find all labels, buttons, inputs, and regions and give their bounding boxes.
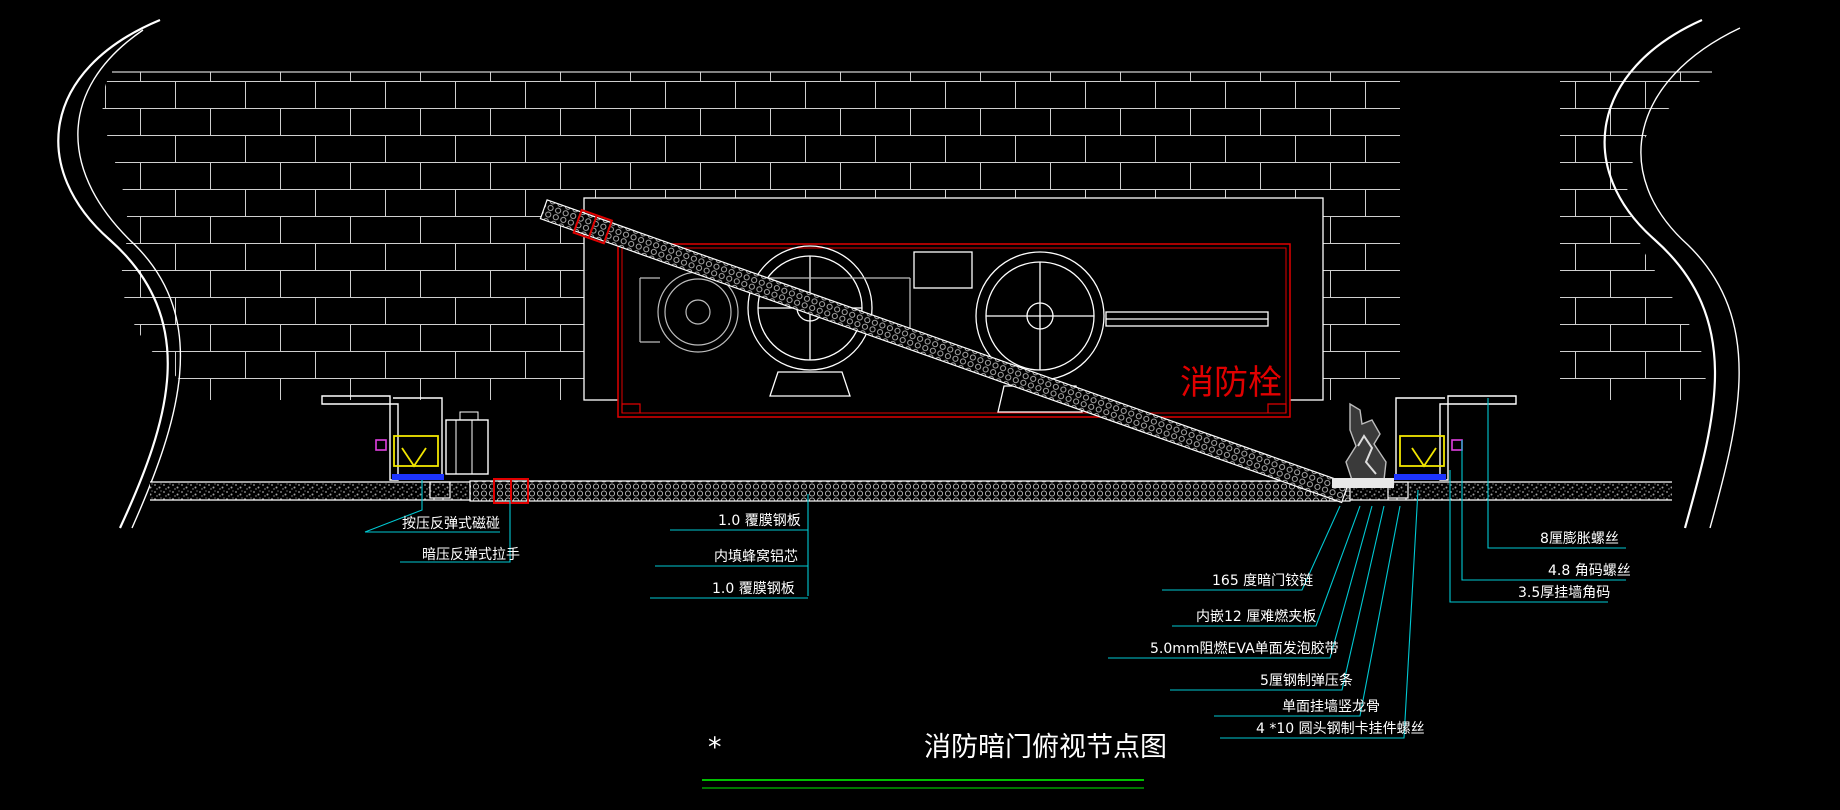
callout-steel-plate-bottom: 1.0 覆膜钢板 [712, 581, 795, 597]
right-frame-detail [1332, 395, 1517, 499]
hose-reel-left [639, 271, 739, 353]
far-right-callouts: 8厘膨胀螺丝 4.8 角码螺丝 3.5厚挂墙角码 [1518, 530, 1631, 601]
callout-eva-tape: 5.0mm阻燃EVA单面发泡胶带 [1150, 640, 1339, 657]
callout-steel-plate-top: 1.0 覆膜钢板 [718, 513, 801, 529]
callout-hook-screw: 4 *10 圆头钢制卡挂件螺丝 [1256, 721, 1425, 737]
callout-plywood: 内嵌12 厘难燃夹板 [1196, 608, 1316, 625]
callout-expansion-screw: 8厘膨胀螺丝 [1540, 530, 1619, 547]
hinge-symbol [1345, 402, 1387, 481]
hose-reel-right [975, 251, 1269, 413]
callout-corner-bracket: 3.5厚挂墙角码 [1518, 585, 1610, 601]
cabinet-label: 消防栓 [1180, 363, 1282, 403]
center-callouts: 1.0 覆膜钢板 内填蜂窝铝芯 1.0 覆膜钢板 [712, 513, 801, 597]
leader-lines [364, 398, 1626, 739]
valve-box [913, 251, 973, 289]
left-callouts: 按压反弹式磁碰 暗压反弹式拉手 [402, 516, 520, 563]
break-lines [57, 18, 1741, 529]
left-frame-detail [321, 395, 489, 499]
title-marker: * [708, 732, 722, 763]
title-block: * 消防暗门俯视节点图 [702, 732, 1167, 789]
callout-push-handle: 暗压反弹式拉手 [422, 547, 520, 563]
door-panel-open [539, 199, 1350, 504]
callout-vertical-keel: 单面挂墙竖龙骨 [1282, 699, 1380, 715]
callout-hinge: 165 度暗门铰链 [1212, 573, 1313, 589]
callout-corner-screw: 4.8 角码螺丝 [1548, 563, 1631, 579]
lower-right-callouts: 165 度暗门铰链 内嵌12 厘难燃夹板 5.0mm阻燃EVA单面发泡胶带 5厘… [1150, 573, 1425, 737]
callout-spring-strip: 5厘钢制弹压条 [1260, 672, 1353, 689]
callout-magnetic-catch: 按压反弹式磁碰 [402, 516, 500, 532]
door-panel-closed [469, 478, 1351, 504]
drawing-title: 消防暗门俯视节点图 [924, 732, 1167, 763]
callout-honeycomb-core: 内填蜂窝铝芯 [714, 548, 798, 565]
